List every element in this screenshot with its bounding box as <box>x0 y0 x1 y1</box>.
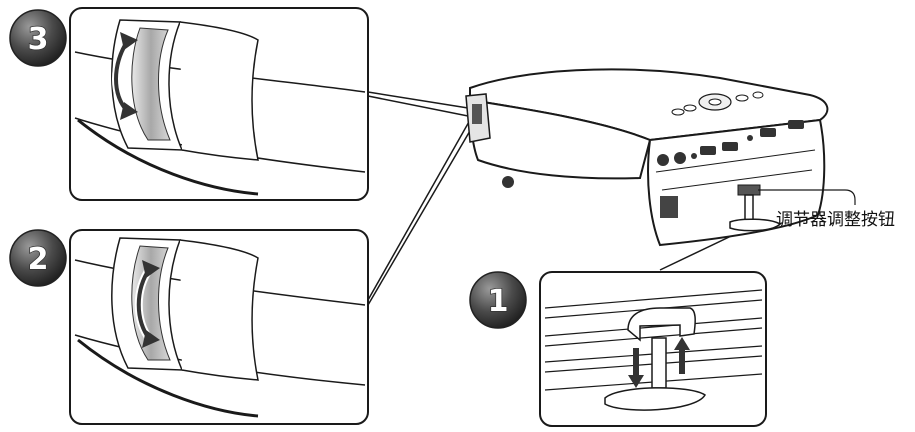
step-badge-1: 1 <box>469 271 527 329</box>
svg-text:2: 2 <box>28 242 49 277</box>
step-badge-3: 3 <box>9 9 67 67</box>
callout-label: 调节器调整按钮 <box>776 210 895 230</box>
step-badge-2: 2 <box>9 229 67 287</box>
svg-text:3: 3 <box>28 22 49 57</box>
svg-text:1: 1 <box>488 284 509 319</box>
up-down-arrows-icon <box>628 337 690 388</box>
adjuster-button-callout: 调节器调整按钮 <box>758 189 895 230</box>
panel-adjuster-foot <box>539 271 767 427</box>
curved-double-arrow-icon <box>134 260 160 348</box>
panel-zoom-ring <box>69 7 369 201</box>
curved-double-arrow-icon <box>112 32 138 120</box>
panel-focus-ring <box>69 229 369 425</box>
projector-illustration <box>465 68 829 247</box>
